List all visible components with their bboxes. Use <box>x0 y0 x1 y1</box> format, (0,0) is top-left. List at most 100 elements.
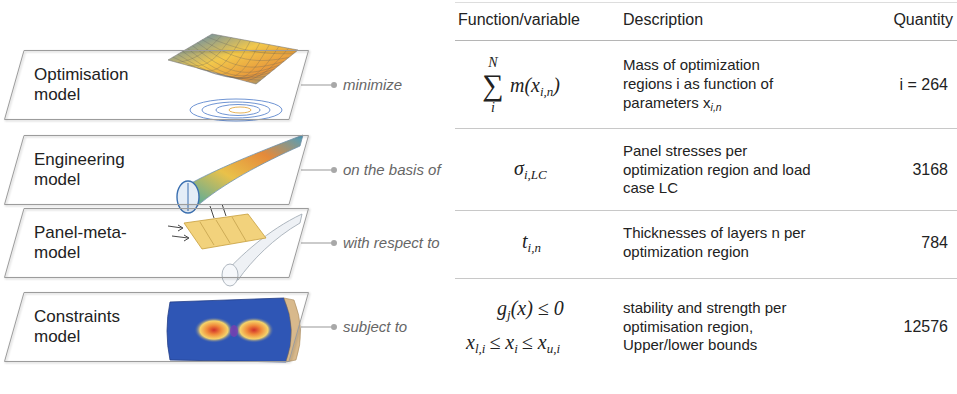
beam-model <box>177 135 303 213</box>
subscript: i,n <box>540 84 553 99</box>
buckling-mode <box>194 317 234 343</box>
formula-cell: ti,n <box>522 229 541 256</box>
panel-shape <box>5 136 309 205</box>
buckling-node <box>230 325 238 337</box>
formula: (x) ≤ 0 <box>511 297 564 319</box>
column-header-cell: Function/variable <box>458 10 580 30</box>
description: Thicknesses of layers n per optimization… <box>623 224 806 260</box>
subscript: i,LC <box>524 167 547 182</box>
leader-dot <box>331 82 337 88</box>
model-label: Constraints model <box>34 307 156 348</box>
relation-word: on the basis of <box>343 161 441 178</box>
table-rule <box>455 40 957 41</box>
quantity-cell: i = 264 <box>900 75 948 95</box>
quantity-cell: 12576 <box>904 317 949 337</box>
description: Mass of optimization regions i as functi… <box>623 56 773 111</box>
hatch-line <box>216 220 230 243</box>
model-panel: Panel-meta-model <box>4 208 309 278</box>
formula: ∑ <box>478 70 508 100</box>
contour-line <box>190 99 282 121</box>
description: stability and strength per optimisation … <box>623 299 786 354</box>
blade-root <box>222 264 238 286</box>
load-arrow <box>222 204 226 216</box>
quantity: 12576 <box>904 318 949 335</box>
formula: σ <box>514 157 524 179</box>
leader-line <box>301 326 331 327</box>
surface-plot <box>168 34 298 121</box>
model-panel: Engineering model <box>4 135 309 205</box>
formula-cell: σi,LC <box>514 156 547 183</box>
blade-body <box>186 135 303 207</box>
table-rule <box>455 278 957 279</box>
buckling-mode <box>234 317 274 343</box>
contour-line <box>202 102 270 118</box>
hatch-line <box>200 222 214 245</box>
leader-line <box>301 169 331 170</box>
load-arrow <box>184 235 189 241</box>
description-cell: Thicknesses of layers n per optimization… <box>623 224 813 262</box>
leader-dot <box>331 324 337 330</box>
quantity: 3168 <box>912 161 948 178</box>
leader-dot <box>331 240 337 246</box>
relation-word-cell: with respect to <box>343 234 440 253</box>
leader-dot <box>331 167 337 173</box>
panel-shape <box>5 293 309 362</box>
quantity: 784 <box>921 234 948 251</box>
load-arrow <box>178 225 183 231</box>
surface-mesh <box>173 36 293 82</box>
column-header: Description <box>623 11 703 28</box>
formula: ≤ x <box>489 331 514 353</box>
relation-word: with respect to <box>343 234 440 251</box>
subscript: i <box>514 341 518 356</box>
column-header: Function/variable <box>458 11 580 28</box>
subscript: i,n <box>528 240 541 255</box>
relation-word: subject to <box>343 318 407 335</box>
contour-line <box>216 105 260 116</box>
description: Panel stresses per optimization region a… <box>623 142 811 197</box>
formula: x <box>466 331 475 353</box>
formula: i <box>478 100 508 115</box>
description-cell: stability and strength per optimisation … <box>623 299 813 355</box>
load-arrow <box>210 206 214 218</box>
table-rule <box>455 210 957 211</box>
formula: m(x <box>510 74 540 96</box>
subscript: l,i <box>475 341 485 356</box>
model-panel: Constraints model <box>4 292 309 362</box>
mesh-line <box>207 37 293 54</box>
relation-word-cell: on the basis of <box>343 161 441 180</box>
formula-cell: gj(x) ≤ 0 <box>497 296 564 323</box>
mesh-line <box>246 48 288 81</box>
panel-hatch <box>200 217 246 245</box>
quantity: i = 264 <box>900 76 948 93</box>
column-header-cell: Quantity <box>893 10 953 30</box>
model-label: Optimisation model <box>34 65 156 106</box>
column-header-cell: Description <box>623 10 703 30</box>
panel-shape <box>5 209 309 278</box>
subscript: i,n <box>711 101 722 113</box>
formula: N <box>478 55 508 70</box>
mesh-line <box>227 45 270 78</box>
relation-word-cell: minimize <box>343 76 402 95</box>
model-label: Engineering model <box>34 150 156 191</box>
quantity-cell: 3168 <box>912 160 948 180</box>
mesh-line <box>197 39 240 70</box>
leader-line <box>301 84 331 85</box>
panel-meta-illustration <box>168 204 302 286</box>
model-label: Panel-meta-model <box>34 223 156 264</box>
formula: ) <box>553 74 560 96</box>
description-cell: Mass of optimization regions i as functi… <box>623 56 813 114</box>
formula: t <box>522 230 528 252</box>
panel-shape <box>5 51 309 120</box>
formula-cell: m(xi,n) <box>510 73 560 100</box>
mesh-line <box>236 46 278 78</box>
hatch-line <box>232 217 246 241</box>
relation-word-cell: subject to <box>343 318 407 337</box>
contour-lines <box>190 99 282 121</box>
formula: g <box>497 297 507 319</box>
contour-line <box>229 107 251 113</box>
buckling-panel <box>167 298 301 362</box>
formula: ≤ x <box>522 331 547 353</box>
model-panel: Optimisation model <box>4 50 309 120</box>
